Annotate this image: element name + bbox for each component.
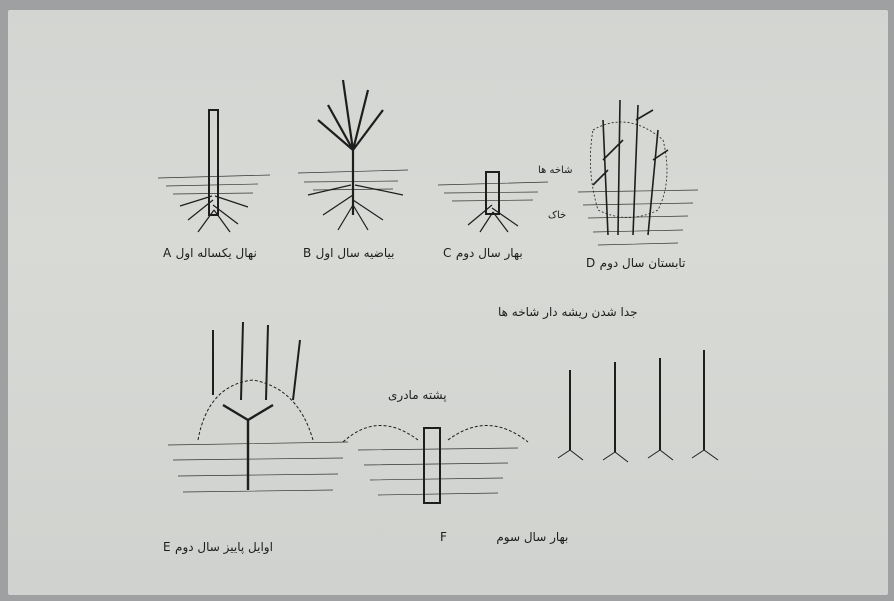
caption-f: F بهار سال سوم (440, 530, 568, 544)
propagation-diagram (8, 10, 888, 595)
caption-b-letter: B (303, 246, 312, 260)
note-branches: شاخه ها (538, 165, 572, 176)
book-page: A نهال یکساله اول B بیاضیه سال اول C بها… (8, 10, 888, 595)
plant-c-illustration (438, 172, 548, 232)
caption-c-letter: C (443, 246, 452, 260)
caption-d-text: تابستان سال دوم (600, 256, 686, 270)
caption-e: E اوایل پاییز سال دوم (163, 540, 273, 554)
plant-f-illustration (343, 425, 528, 503)
caption-b-text: بیاضیه سال اول (316, 246, 395, 260)
caption-f-letter: F (440, 530, 447, 544)
caption-mound: پشته مادری (388, 388, 447, 402)
plant-a-illustration (158, 110, 270, 232)
caption-c-text: بهار سال دوم (456, 246, 523, 260)
plant-b-illustration (298, 80, 408, 230)
plant-d-illustration (578, 100, 698, 245)
rooted-shoots-illustration (558, 350, 718, 462)
caption-e-text: اوایل پاییز سال دوم (175, 540, 273, 554)
caption-d-letter: D (586, 256, 596, 270)
caption-a-letter: A (163, 246, 172, 260)
note-soil: خاک (548, 210, 566, 221)
caption-rooted-shoots: جدا شدن ریشه دار شاخه ها (498, 305, 638, 319)
caption-e-letter: E (163, 540, 171, 554)
caption-a: A نهال یکساله اول (163, 246, 257, 260)
plant-e-illustration (168, 322, 348, 492)
caption-a-text: نهال یکساله اول (176, 246, 257, 260)
caption-b: B بیاضیه سال اول (303, 246, 394, 260)
caption-c: C بهار سال دوم (443, 246, 523, 260)
caption-f-text: بهار سال سوم (496, 530, 568, 544)
caption-d: D تابستان سال دوم (586, 256, 685, 270)
